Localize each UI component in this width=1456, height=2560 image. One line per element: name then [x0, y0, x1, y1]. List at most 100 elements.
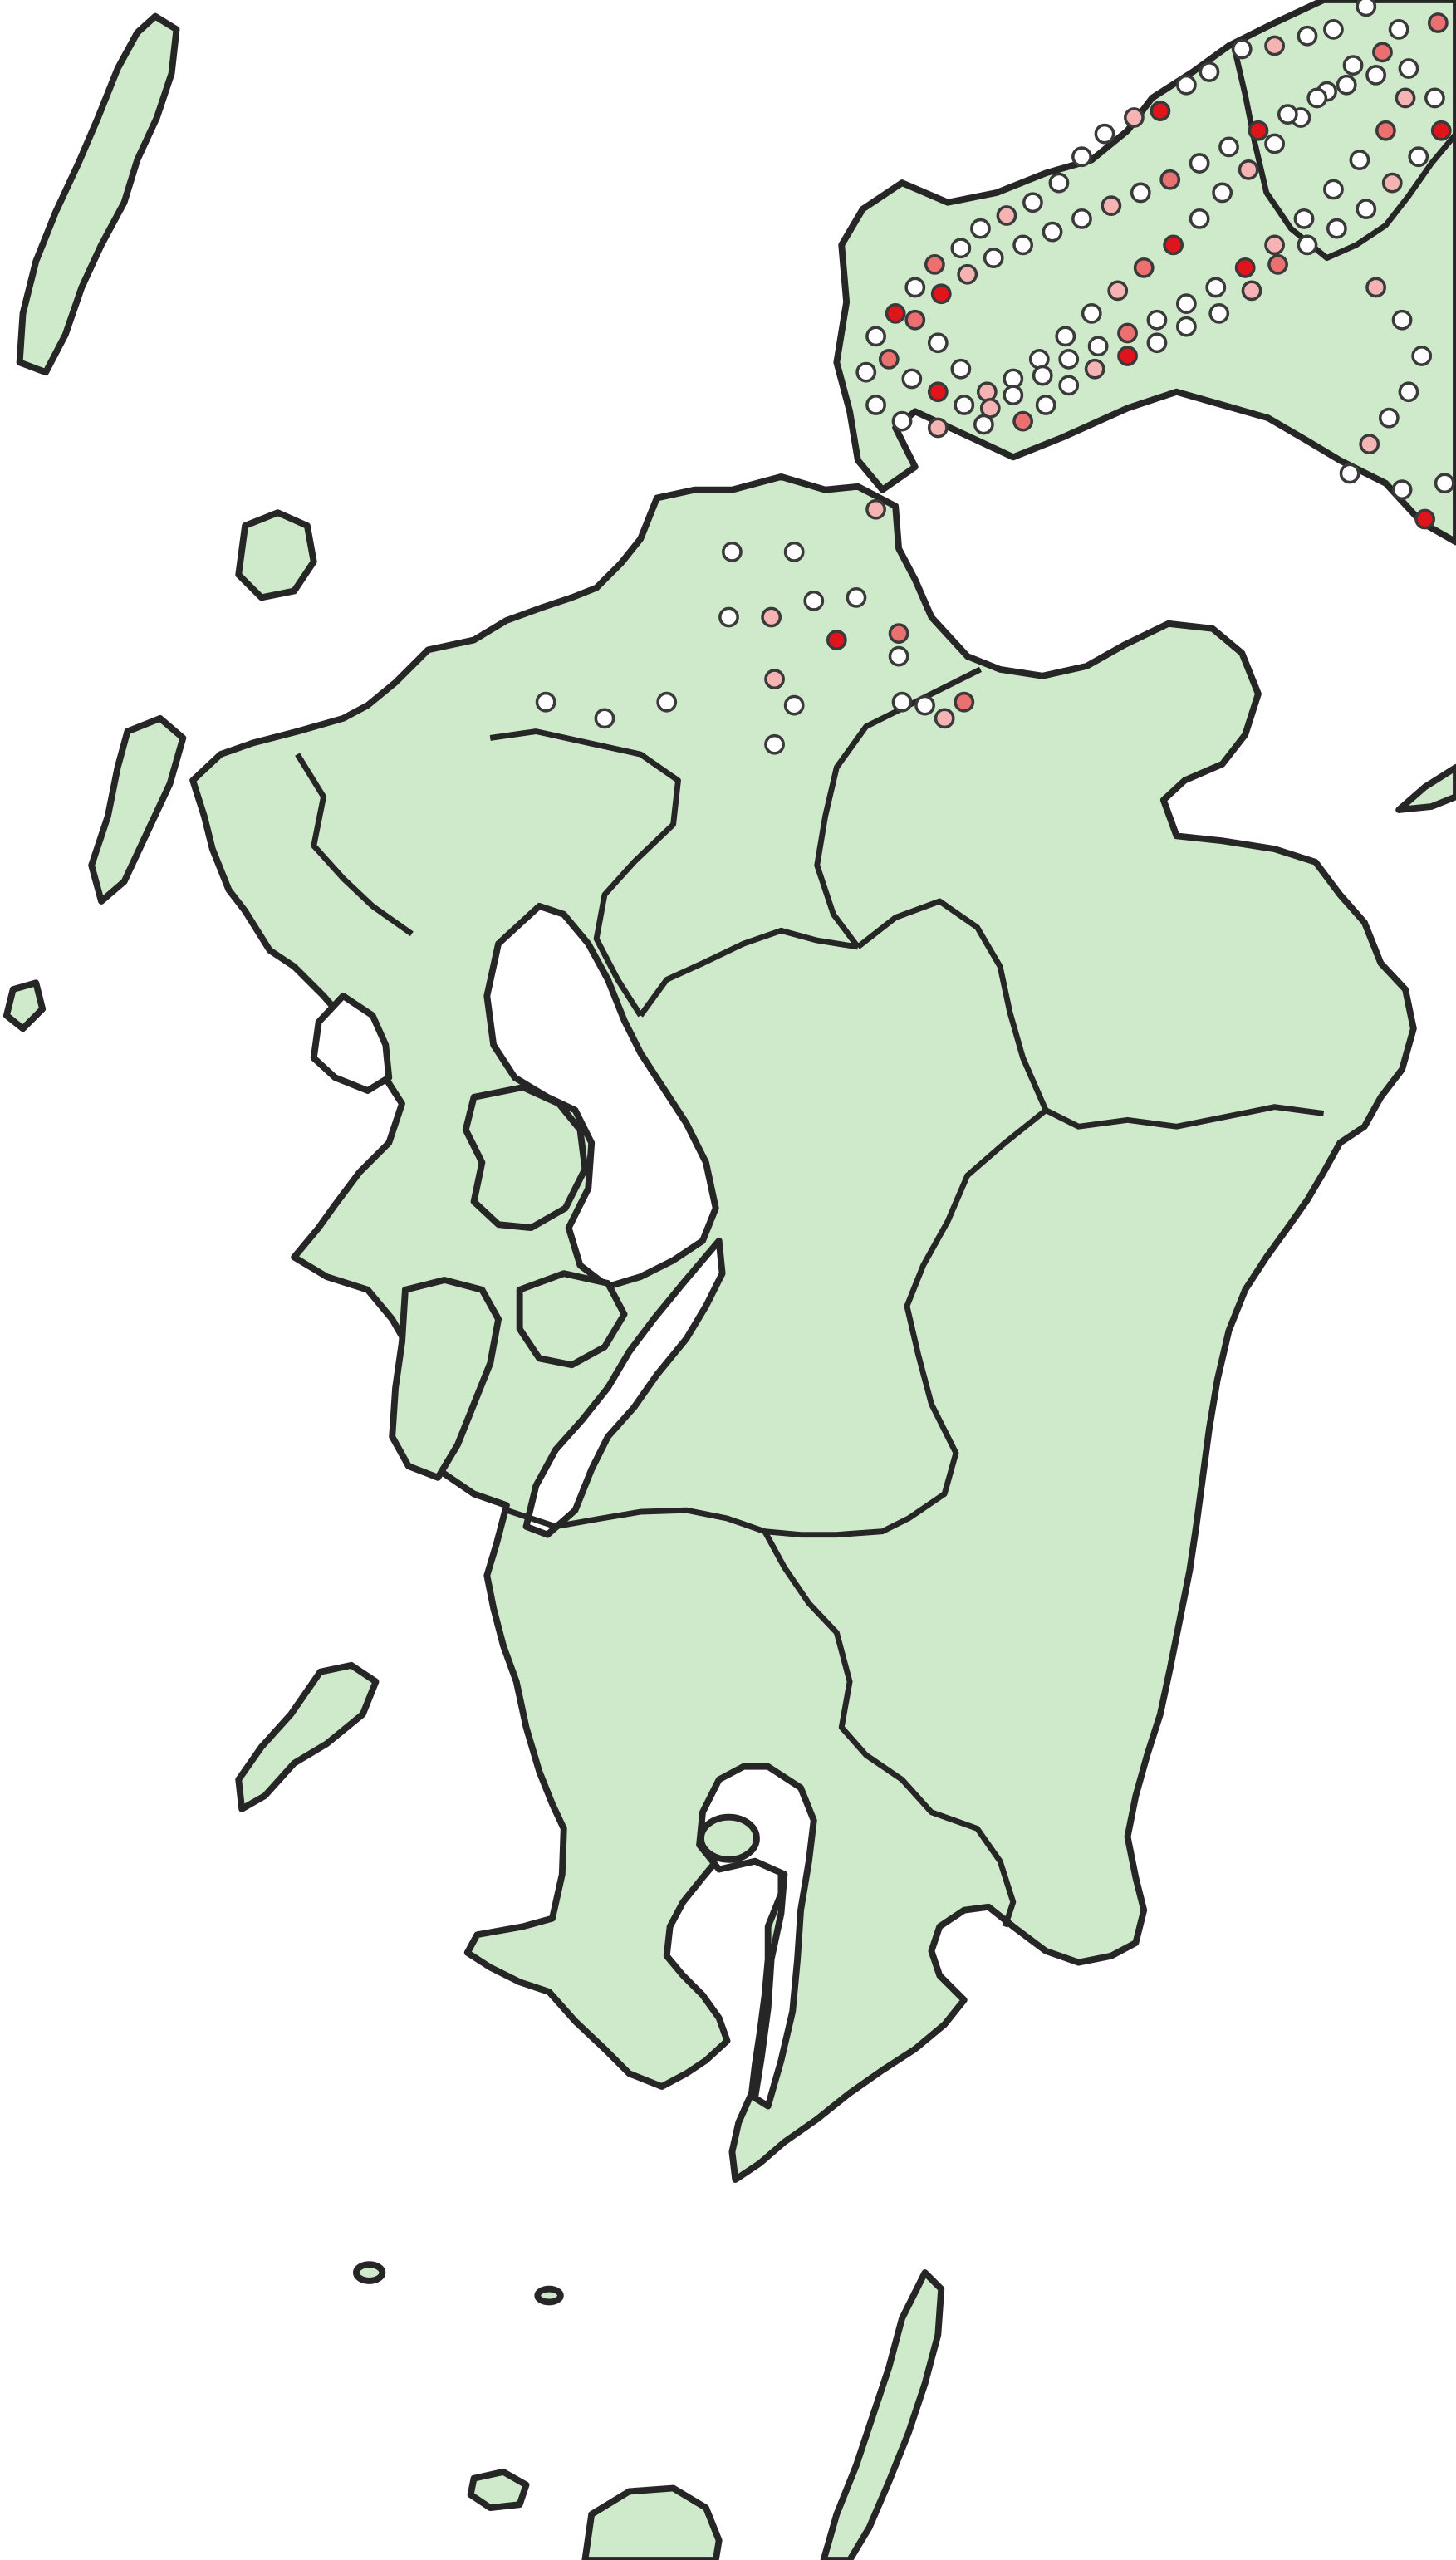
station-marker [1293, 208, 1315, 229]
land-amakusa [389, 1277, 502, 1481]
station-marker [891, 410, 913, 432]
station-marker [594, 708, 615, 729]
station-marker [1012, 234, 1034, 256]
station-marker [1212, 182, 1233, 204]
station-marker [1248, 120, 1269, 141]
station-marker [1130, 182, 1151, 204]
station-marker [1205, 277, 1227, 298]
sea-yatsushiro [522, 1237, 726, 1538]
land-goto-north [88, 714, 187, 905]
station-marker [1297, 25, 1318, 47]
station-marker [957, 263, 978, 285]
station-marker [1238, 159, 1259, 180]
station-markers [535, 0, 1455, 755]
station-marker [970, 218, 991, 239]
station-marker [1058, 375, 1080, 396]
station-marker [1297, 234, 1318, 256]
station-marker [865, 498, 886, 520]
station-marker [1264, 234, 1286, 256]
station-marker [722, 541, 743, 562]
station-marker [1264, 35, 1286, 56]
border-fukuoka-saga [489, 728, 681, 1018]
station-marker [1342, 55, 1364, 76]
station-marker [976, 381, 998, 403]
station-marker [1323, 18, 1344, 40]
station-marker [1414, 508, 1436, 530]
station-marker [1381, 172, 1403, 194]
station-marker [1372, 42, 1393, 63]
station-marker [1081, 303, 1102, 324]
station-marker [1133, 257, 1155, 278]
station-marker [1234, 257, 1256, 278]
station-marker [878, 349, 900, 370]
station-marker [934, 708, 955, 729]
station-marker [927, 332, 949, 354]
station-marker [1339, 463, 1360, 484]
station-marker [1306, 87, 1328, 109]
station-marker [1359, 434, 1380, 455]
sea-shimabara [310, 993, 393, 1094]
station-marker [1117, 322, 1138, 344]
station-marker [888, 623, 909, 645]
station-marker [1087, 336, 1109, 357]
station-marker [930, 283, 952, 305]
station-marker [904, 277, 926, 298]
station-marker [1175, 316, 1197, 337]
station-marker [1267, 254, 1288, 275]
station-marker [764, 733, 785, 755]
station-marker [1028, 349, 1050, 370]
station-marker [1146, 309, 1168, 331]
station-marker [1277, 104, 1298, 125]
land-tanegashima [820, 2269, 945, 2560]
station-marker [1391, 479, 1413, 501]
border-kumamoto-miyazaki [764, 1107, 1048, 1538]
station-marker [1055, 326, 1076, 347]
station-marker [1365, 277, 1386, 298]
station-marker [950, 238, 972, 259]
station-marker [983, 248, 1004, 268]
station-marker [1427, 12, 1449, 33]
land-iki [235, 509, 317, 601]
station-marker [826, 630, 847, 650]
station-marker [1218, 136, 1239, 158]
station-marker [1032, 365, 1053, 386]
station-marker [1163, 234, 1184, 256]
station-marker [1434, 473, 1455, 494]
station-marker [1349, 150, 1370, 171]
station-marker [1375, 120, 1396, 141]
land-koshiki [235, 1661, 380, 1812]
station-marker [865, 395, 886, 415]
station-marker [1159, 169, 1181, 190]
station-marker [1150, 101, 1171, 122]
station-marker [1398, 58, 1419, 79]
station-marker [1408, 146, 1429, 168]
station-marker [979, 398, 1001, 419]
land-iojima [534, 2285, 564, 2306]
station-marker [865, 326, 886, 347]
station-marker [914, 694, 935, 716]
station-marker [927, 417, 949, 439]
station-marker [888, 645, 909, 667]
station-marker [1094, 123, 1115, 145]
land-takeshima [352, 2261, 386, 2284]
station-marker [1124, 107, 1145, 128]
station-marker [1231, 38, 1253, 60]
station-marker [1411, 346, 1433, 366]
station-marker [1391, 309, 1413, 331]
station-marker [1264, 133, 1286, 154]
station-marker [783, 694, 805, 716]
station-marker [1189, 153, 1210, 174]
station-marker [1365, 65, 1386, 86]
station-marker [1012, 410, 1034, 432]
border-kumamoto-kagoshima [505, 1507, 766, 1534]
land-tsushima [16, 12, 180, 376]
station-marker [1071, 208, 1092, 229]
station-marker [1323, 179, 1344, 200]
border-saga-nagasaki [295, 753, 414, 937]
station-marker [1146, 332, 1168, 354]
station-marker [1326, 218, 1347, 239]
station-marker [1003, 385, 1024, 406]
station-marker [764, 669, 785, 690]
station-marker [718, 606, 739, 628]
border-kumamoto-oita [855, 898, 1325, 1130]
